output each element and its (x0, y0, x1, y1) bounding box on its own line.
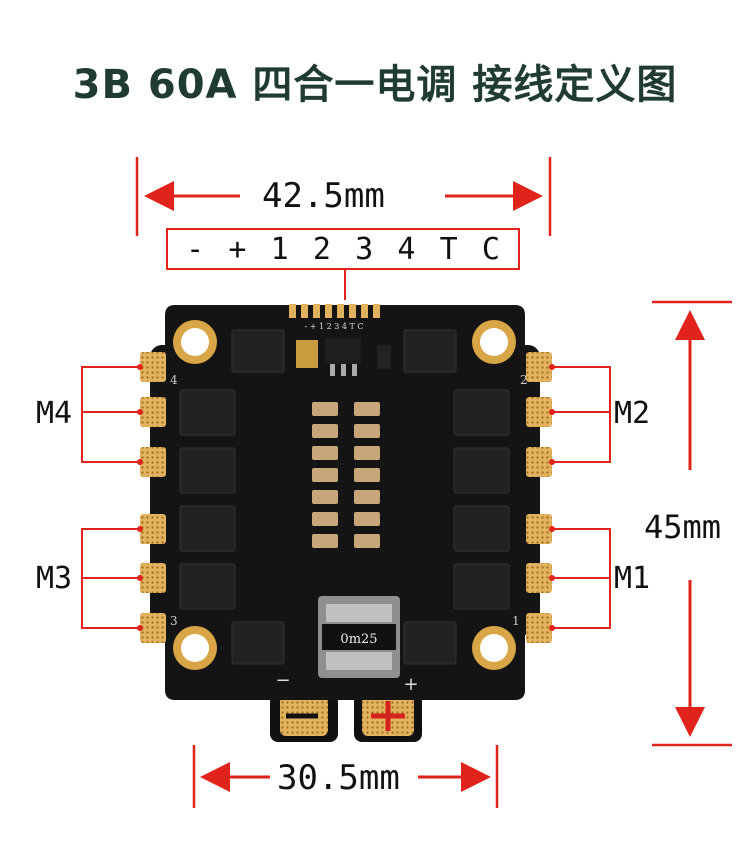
silkscreen-corner-2: 2 (520, 373, 528, 387)
silkscreen-corner-3: 3 (170, 614, 178, 628)
motor-label-m1: M1 (614, 561, 651, 596)
width-label: 42.5mm (262, 176, 385, 216)
capacitor-array (312, 402, 380, 548)
mount-dimension (192, 745, 499, 808)
motor-label-m2: M2 (614, 396, 651, 431)
pin-label-c: C (481, 231, 500, 267)
page-title: 3B 60A 四合一电调 接线定义图 (72, 62, 678, 108)
pin-label-minus: - (186, 231, 205, 267)
height-dimension (652, 300, 732, 747)
pin-label-plus: + (228, 231, 247, 267)
pin-label-3: 3 (355, 231, 374, 267)
silkscreen-corner-4: 4 (170, 373, 178, 387)
silkscreen-pin-labels: - + 1 2 3 4 T C (304, 322, 363, 331)
pin-label-1: 1 (270, 231, 289, 267)
silkscreen-corner-1: 1 (512, 614, 520, 628)
motor-label-m4: M4 (36, 396, 73, 431)
signal-pads (289, 304, 380, 318)
silkscreen-plus: + (403, 674, 418, 695)
pin-label-2: 2 (312, 231, 331, 267)
bracket-endpoints (137, 364, 555, 631)
silkscreen-minus: − (275, 670, 290, 691)
pin-label-4: 4 (397, 231, 416, 267)
shunt-label: 0m25 (340, 632, 377, 647)
width-dimension (135, 157, 552, 236)
motor-pads-left (140, 352, 166, 643)
motor-label-m3: M3 (36, 561, 73, 596)
pin-header-box: - + 1 2 3 4 T C (166, 228, 520, 270)
mount-label: 30.5mm (277, 758, 400, 798)
pin-label-t: T (439, 231, 458, 267)
height-label: 45mm (644, 508, 722, 546)
esc-board: - + 1 2 3 4 T C 2 4 3 1 0m25 − + (140, 304, 552, 742)
motor-brackets (81, 366, 611, 629)
motor-pads-right (526, 352, 552, 643)
